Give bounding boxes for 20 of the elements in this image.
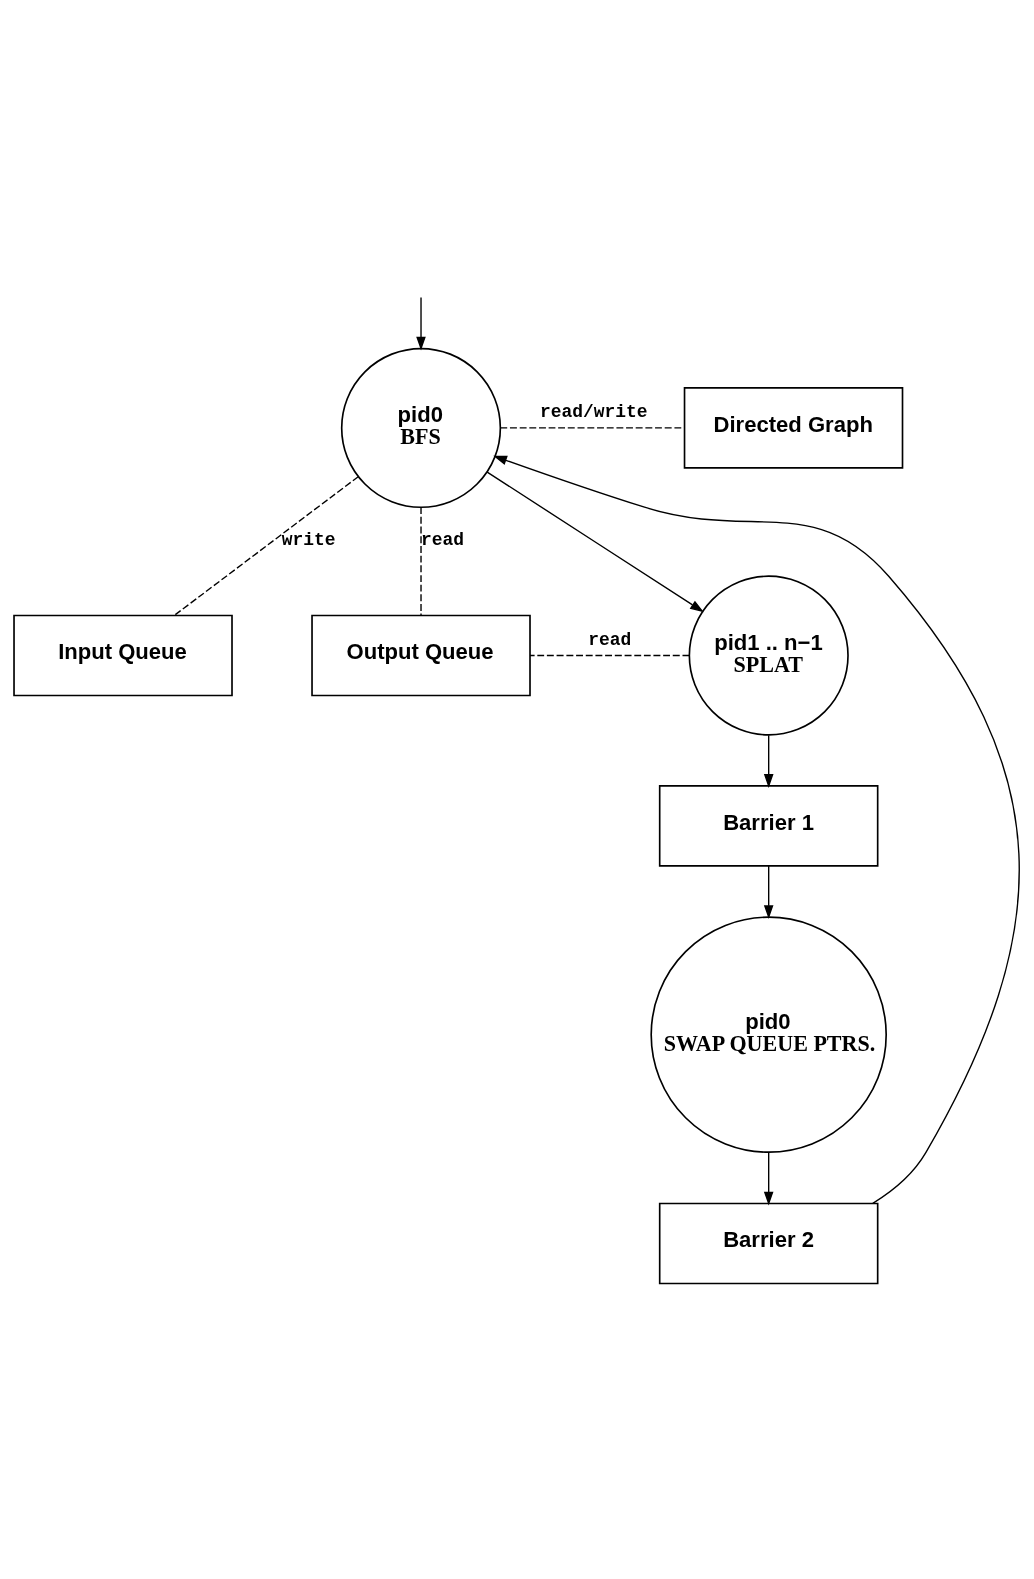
arrow <box>493 455 1020 1204</box>
arrow <box>763 734 774 788</box>
node-box: Input Queue <box>13 614 233 696</box>
node-box: Output Queue <box>311 614 531 696</box>
edge-label: write <box>281 529 336 550</box>
node-box: Barrier 1 <box>658 784 879 867</box>
arrow <box>763 864 774 919</box>
connector <box>420 506 422 616</box>
arrow <box>416 296 426 350</box>
node-box: Directed Graph <box>683 386 904 469</box>
arrow <box>486 470 704 612</box>
connector <box>173 475 359 616</box>
node-circle: pid0 SWAP QUEUE PTRS. <box>650 915 887 1153</box>
connector <box>529 654 690 656</box>
edge-label: read/write <box>540 401 648 422</box>
edge-label: read <box>421 529 465 550</box>
edge-label: read <box>588 629 632 650</box>
node-circle: pid0 BFS <box>340 347 502 508</box>
node-box: Barrier 2 <box>658 1202 879 1284</box>
arrow <box>763 1151 774 1205</box>
